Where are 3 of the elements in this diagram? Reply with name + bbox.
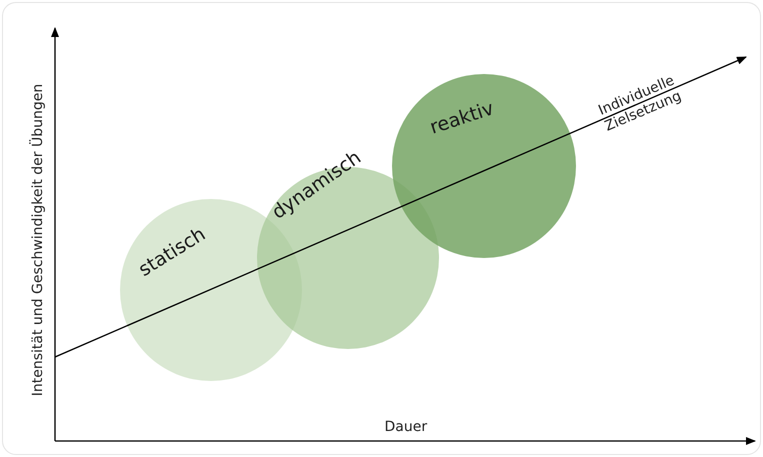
circle-label: reaktiv xyxy=(427,97,496,139)
axis-label: Intensität und Geschwindigkeit der Übungen xyxy=(30,84,46,396)
axis-label: Dauer xyxy=(384,419,428,435)
